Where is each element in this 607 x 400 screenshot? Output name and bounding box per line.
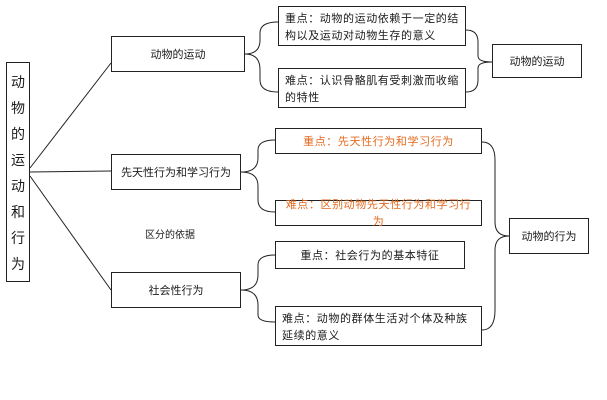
connector-root-innate — [29, 170, 112, 173]
root-char: 为 — [11, 257, 25, 273]
note-social-difficulty: 难点：动物的群体生活对个体及种族延续的意义 — [275, 306, 482, 346]
summary-movement: 动物的运动 — [492, 44, 582, 78]
root-char: 动 — [11, 75, 25, 91]
connector-root-social — [29, 175, 112, 291]
bracket-social-top — [240, 254, 276, 291]
note-innate-difficulty: 难点：区别动物先天性行为和学习行为 — [275, 198, 482, 228]
note-movement-difficulty: 难点：认识骨骼肌有受刺激而收缩的特性 — [278, 68, 466, 108]
bracket-movement-top — [244, 21, 279, 55]
bracket-innate-top — [240, 139, 276, 173]
label-distinguish-basis: 区分的依据 — [145, 230, 195, 241]
root-char: 运 — [11, 153, 25, 169]
bracket-movement-bottom — [244, 53, 279, 93]
bracket-social-bottom — [240, 289, 276, 323]
root-char: 物 — [11, 101, 25, 117]
note-movement-key: 重点：动物的运动依赖于一定的结构以及运动对动物生存的意义 — [278, 6, 466, 46]
bracket-innate-bottom — [240, 171, 276, 213]
bracket-summary-top — [465, 29, 493, 63]
root-char: 行 — [11, 231, 25, 247]
root-topic-box: 动 物 的 运 动 和 行 为 — [6, 62, 30, 282]
branch-innate-learned: 先天性行为和学习行为 — [111, 154, 241, 190]
root-char: 的 — [11, 127, 25, 143]
bracket-summary-bottom — [465, 61, 493, 93]
connector-root-movement — [29, 62, 112, 169]
branch-movement: 动物的运动 — [111, 36, 245, 72]
branch-social: 社会性行为 — [111, 272, 241, 308]
bracket-behavior-top — [481, 141, 510, 237]
note-social-key: 重点：社会行为的基本特征 — [275, 241, 465, 269]
bracket-behavior-bottom — [481, 235, 510, 331]
root-char: 和 — [11, 205, 25, 221]
root-char: 动 — [11, 179, 25, 195]
summary-behavior: 动物的行为 — [509, 218, 589, 254]
note-innate-key: 重点：先天性行为和学习行为 — [275, 128, 482, 154]
